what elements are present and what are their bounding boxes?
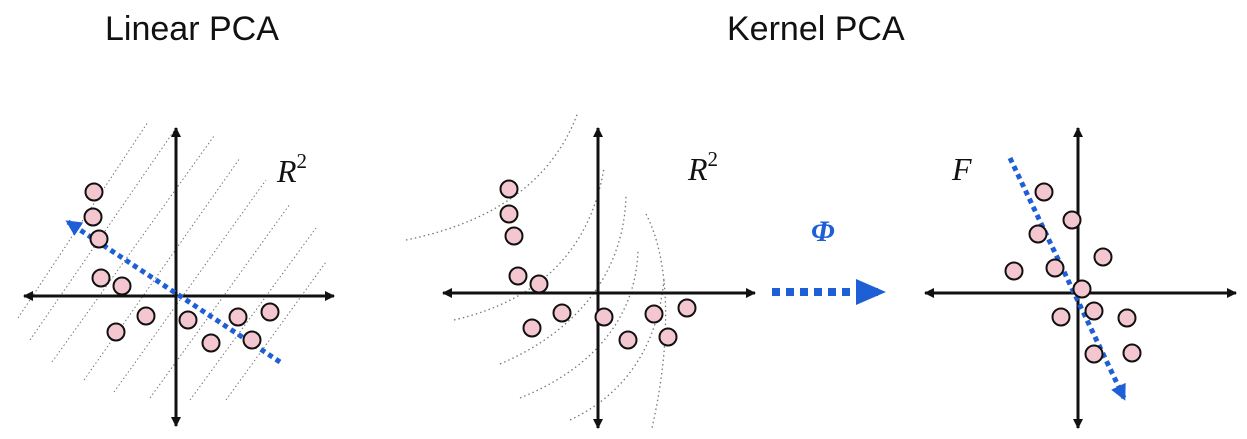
data-points bbox=[83, 182, 280, 353]
data-point bbox=[677, 298, 697, 318]
nonlinear-contours bbox=[405, 111, 667, 429]
kernel-input-panel: R2 bbox=[405, 111, 756, 429]
space-label-r2: R2 bbox=[687, 147, 718, 187]
data-point bbox=[201, 333, 221, 353]
data-points bbox=[1004, 182, 1142, 364]
phi-label: Φ bbox=[811, 215, 835, 248]
data-point bbox=[1051, 307, 1071, 327]
data-point bbox=[552, 303, 572, 323]
data-point bbox=[522, 318, 542, 338]
data-point bbox=[89, 229, 109, 249]
feature-space-panel: F bbox=[924, 127, 1237, 429]
data-point bbox=[260, 302, 280, 322]
space-label-r2: R2 bbox=[276, 149, 307, 189]
data-point bbox=[1004, 261, 1024, 281]
data-point bbox=[1072, 279, 1092, 299]
data-point bbox=[504, 226, 524, 246]
data-point bbox=[242, 330, 262, 350]
data-point bbox=[1084, 301, 1104, 321]
data-point bbox=[529, 274, 549, 294]
feature-mapping: Φ bbox=[772, 215, 886, 305]
data-point bbox=[91, 268, 111, 288]
data-point bbox=[83, 207, 103, 227]
data-point bbox=[228, 307, 248, 327]
kernel-pca-title: Kernel PCA bbox=[727, 10, 905, 48]
data-point bbox=[106, 322, 126, 342]
data-point bbox=[658, 327, 678, 347]
data-point bbox=[1045, 258, 1065, 278]
data-points bbox=[499, 179, 697, 350]
linear-pca-panel: R2 bbox=[17, 121, 335, 427]
linear-pca-title: Linear PCA bbox=[105, 10, 279, 48]
space-label-f: F bbox=[951, 151, 972, 187]
data-point bbox=[1084, 344, 1104, 364]
data-point bbox=[499, 179, 519, 199]
data-point bbox=[1117, 308, 1137, 328]
data-point bbox=[594, 307, 614, 327]
data-point bbox=[1034, 182, 1054, 202]
data-point bbox=[136, 306, 156, 326]
data-point bbox=[1028, 224, 1048, 244]
data-point bbox=[112, 276, 132, 296]
data-point bbox=[618, 330, 638, 350]
data-point bbox=[1062, 210, 1082, 230]
data-point bbox=[84, 182, 104, 202]
data-point bbox=[1093, 247, 1113, 267]
data-point bbox=[508, 266, 528, 286]
data-point bbox=[644, 304, 664, 324]
data-point bbox=[499, 204, 519, 224]
data-point bbox=[1122, 343, 1142, 363]
data-point bbox=[178, 310, 198, 330]
principal-component-arrow bbox=[1007, 156, 1127, 401]
